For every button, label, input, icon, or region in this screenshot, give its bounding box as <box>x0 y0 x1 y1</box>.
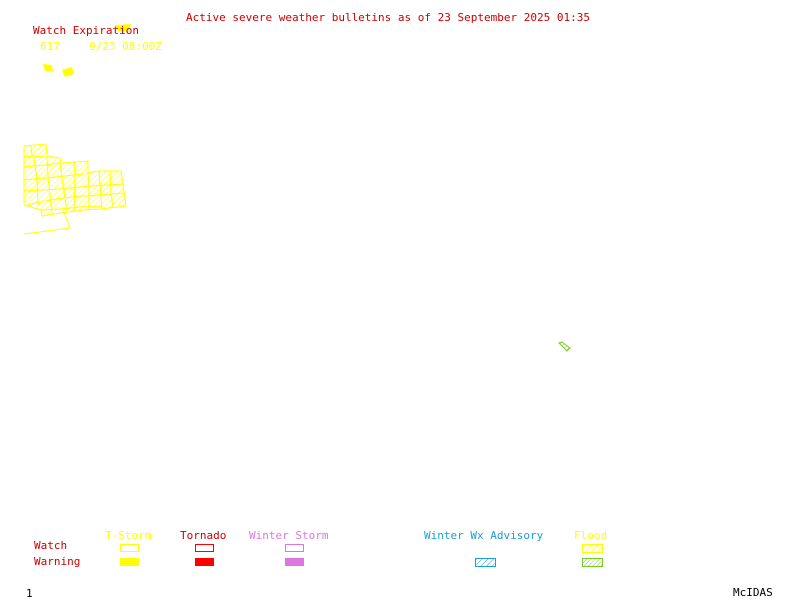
legend-tornado-label: Tornado <box>180 529 227 542</box>
state-boundary-line <box>23 209 71 235</box>
watch-id: 617 <box>40 40 60 53</box>
map-title: Active severe weather bulletins as of 23… <box>186 11 590 24</box>
tstorm-warning-polygon <box>43 64 53 71</box>
legend-winter-storm-watch-swatch <box>285 544 304 552</box>
legend-winter-advisory-label: Winter Wx Advisory <box>424 529 544 542</box>
tstorm-warning-polygon <box>115 24 131 32</box>
legend-row-watch: Watch <box>34 539 68 552</box>
tstorm-watch-county-lines <box>23 144 125 214</box>
frame-number: 1 <box>26 587 33 600</box>
flood-warning-polygon <box>558 341 571 352</box>
watch-expires: 9/23 08:00Z <box>89 40 162 53</box>
legend-tstorm-label: T-Storm <box>105 529 152 542</box>
legend-winter-storm-label: Winter Storm <box>249 529 329 542</box>
legend-tstorm-warning-swatch <box>120 558 139 566</box>
software-label: McIDAS <box>733 586 773 599</box>
legend-tornado-warning-swatch <box>195 558 214 566</box>
watch-expiration-heading: Watch Expiration <box>33 24 139 37</box>
legend-tstorm-watch-swatch <box>120 544 139 552</box>
tstorm-warning-polygon <box>62 67 74 77</box>
legend-row-warning: Warning <box>34 555 81 568</box>
legend-tornado-watch-swatch <box>195 544 214 552</box>
legend-flood-label: Flood <box>574 529 608 542</box>
legend-winter-storm-warning-swatch <box>285 558 304 566</box>
